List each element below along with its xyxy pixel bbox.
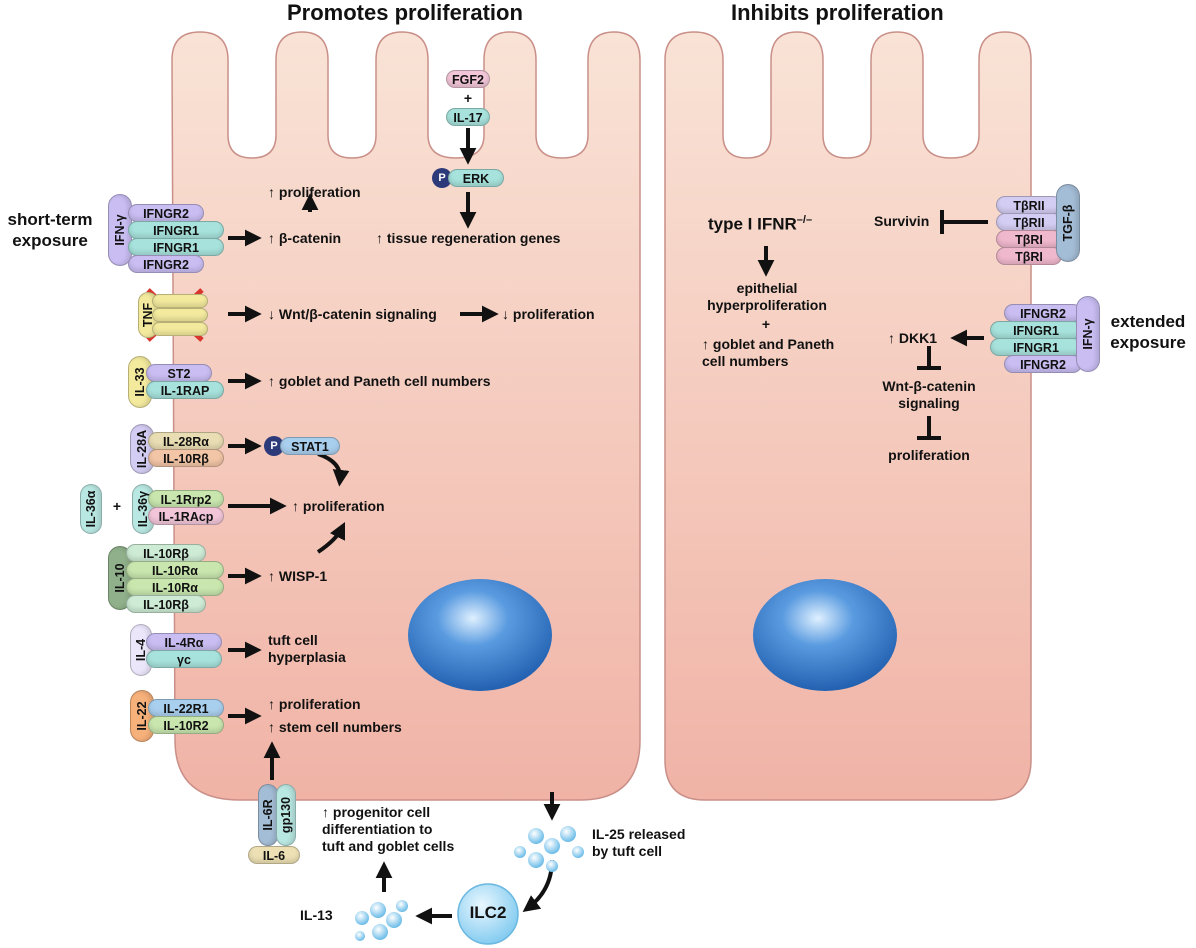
il36-proliferation-label: ↑ proliferation — [292, 498, 385, 514]
tnf-proliferation-label: ↓ proliferation — [502, 306, 595, 322]
ifngr1-ext-a: IFNGR1 — [990, 321, 1082, 339]
il4-ligand: IL-4 — [130, 624, 152, 676]
il28a-ligand: IL-28A — [130, 424, 154, 474]
tnf-receptor-3 — [152, 322, 208, 336]
erk-phospho: P — [432, 168, 452, 188]
gp130-receptor: gp130 — [276, 784, 296, 846]
right-plus: + — [761, 316, 771, 332]
il22r1-pill: IL-22R1 — [148, 699, 224, 717]
il36a-ligand: IL-36α — [80, 484, 102, 534]
left-nucleus — [408, 579, 552, 691]
tbri-b: TβRI — [996, 247, 1062, 265]
tgfb-ligand: TGF-β — [1056, 184, 1080, 262]
arrows — [228, 128, 984, 925]
il22-stem-label: ↑ stem cell numbers — [268, 719, 402, 735]
ilc2-cell — [457, 883, 519, 945]
short-term-exposure-label: short-term exposure — [7, 210, 93, 250]
right-nucleus — [753, 579, 897, 691]
il13-vesicles — [355, 900, 408, 941]
ifngr2-ext-a: IFNGR2 — [1004, 304, 1082, 322]
il10ra-a: IL-10Rα — [126, 561, 224, 579]
il10rb-a: IL-10Rβ — [126, 544, 206, 562]
ifngr2-b: IFNGR2 — [128, 255, 204, 273]
fgf2-plus: + — [463, 90, 473, 106]
stat1-phospho: P — [264, 436, 284, 456]
right-proliferation-label: proliferation — [888, 447, 970, 463]
tnf-wnt-label: ↓ Wnt/β-catenin signaling — [268, 306, 437, 322]
epithelial-label: epithelial hyperproliferation — [707, 280, 827, 314]
dkk1-label: ↑ DKK1 — [888, 330, 938, 346]
arrow-stat1-prolif — [317, 452, 350, 487]
il28ra-pill: IL-28Rα — [148, 432, 224, 450]
tbri-a: TβRI — [996, 230, 1062, 248]
il10rb-pill: IL-10Rβ — [148, 449, 224, 467]
left-epithelial-cell — [171, 31, 641, 801]
tissue-regeneration-label: ↑ tissue regeneration genes — [376, 230, 561, 246]
il6-ligand: IL-6 — [248, 846, 300, 864]
arrow-wisp-prolif — [316, 521, 346, 554]
il36-plus: + — [112, 498, 122, 514]
il17-pill: IL-17 — [446, 108, 490, 126]
extended-exposure-label: extended exposure — [1110, 312, 1186, 352]
wisp1-label: ↑ WISP-1 — [268, 568, 328, 584]
il33-effect-label: ↑ goblet and Paneth cell numbers — [268, 373, 491, 389]
ilc2-label: ILC2 — [469, 903, 507, 922]
tbrii-b: TβRII — [996, 213, 1062, 231]
beta-catenin-label: ↑ β-catenin — [268, 230, 342, 246]
fgf2-pill: FGF2 — [446, 70, 490, 88]
right-epithelial-cell — [664, 31, 1032, 801]
tnf-receptor-2 — [152, 308, 208, 322]
ifngr2-ext-b: IFNGR2 — [1004, 355, 1082, 373]
il10r2-pill: IL-10R2 — [148, 716, 224, 734]
survivin-label: Survivin — [874, 213, 930, 229]
st2-pill: ST2 — [146, 364, 212, 382]
il4-effect-label: tuft cell hyperplasia — [268, 632, 346, 666]
il1racp-pill: IL-1RAcp — [148, 507, 224, 525]
tnf-receptor-1 — [152, 294, 208, 308]
il10ra-b: IL-10Rα — [126, 578, 224, 596]
il25-label: IL-25 released by tuft cell — [592, 826, 686, 860]
il22-proliferation-label: ↑ proliferation — [268, 696, 361, 712]
il4ra-pill: IL-4Rα — [146, 633, 222, 651]
ifngr1-a: IFNGR1 — [128, 221, 224, 239]
ifng-ext-ligand: IFN-γ — [1076, 296, 1100, 372]
il6r-receptor: IL-6R — [258, 784, 278, 846]
gc-pill: γc — [146, 650, 222, 668]
il25-vesicles — [514, 826, 584, 872]
right-goblet-label: ↑ goblet and Paneth cell numbers — [702, 336, 835, 370]
il22-ligand: IL-22 — [130, 690, 154, 742]
ifng-proliferation-label: ↑ proliferation — [268, 184, 361, 200]
ifngr2-a: IFNGR2 — [128, 204, 204, 222]
progenitor-label: ↑ progenitor cell differentiation to tuf… — [322, 804, 455, 855]
il10rb-b: IL-10Rβ — [126, 595, 206, 613]
inhibitions — [917, 210, 988, 440]
erk-pill: ERK — [448, 169, 504, 187]
stat1-pill: STAT1 — [280, 437, 340, 455]
il13-label: IL-13 — [300, 907, 333, 923]
wnt-catenin-label: Wnt-β-catenin signaling — [882, 378, 976, 412]
ifngr1-b: IFNGR1 — [128, 238, 224, 256]
il1rap-pill: IL-1RAP — [146, 381, 224, 399]
tbrii-a: TβRII — [996, 196, 1062, 214]
ifngr1-ext-b: IFNGR1 — [990, 338, 1082, 356]
right-title: Inhibits proliferation — [731, 0, 944, 25]
left-title: Promotes proliferation — [287, 0, 523, 25]
il1rrp2-pill: IL-1Rrp2 — [148, 490, 224, 508]
ifnr-label: type I IFNR–/– — [708, 214, 813, 234]
